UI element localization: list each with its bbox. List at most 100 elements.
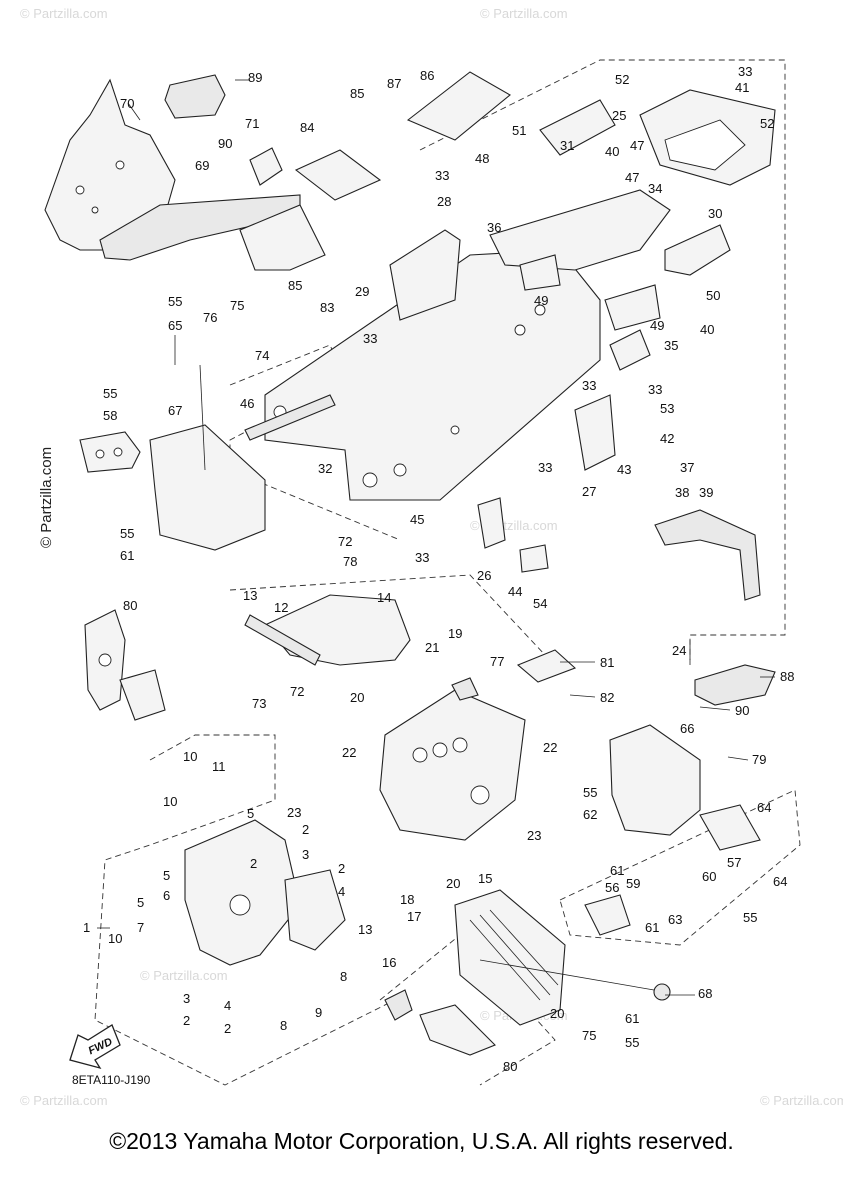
plate-44 bbox=[519, 544, 549, 573]
callout-74: 74 bbox=[255, 348, 269, 363]
callout-39: 39 bbox=[699, 485, 713, 500]
callout-5-c: 5 bbox=[137, 895, 144, 910]
callout-60: 60 bbox=[702, 869, 716, 884]
heat-shield-67 bbox=[149, 424, 266, 551]
callout-4-a: 4 bbox=[338, 884, 345, 899]
plate-57 bbox=[699, 804, 761, 851]
callout-66: 66 bbox=[680, 721, 694, 736]
callout-23-left: 23 bbox=[287, 805, 301, 820]
callout-22-left: 22 bbox=[342, 745, 356, 760]
callout-10-mid: 10 bbox=[163, 794, 177, 809]
callout-11: 11 bbox=[212, 759, 226, 774]
callout-41: 41 bbox=[735, 80, 749, 95]
callout-55-c: 55 bbox=[120, 526, 134, 541]
bracket-56 bbox=[584, 894, 631, 936]
callout-20-mid: 20 bbox=[446, 876, 460, 891]
mount-80-small bbox=[384, 989, 413, 1021]
callout-44: 44 bbox=[508, 584, 522, 599]
bracket-27 bbox=[574, 394, 616, 471]
callout-64-lower: 64 bbox=[773, 874, 787, 889]
callout-55-b: 55 bbox=[103, 386, 117, 401]
callout-5-b: 5 bbox=[163, 868, 170, 883]
callout-65: 65 bbox=[168, 318, 182, 333]
callout-55-f: 55 bbox=[625, 1035, 639, 1050]
bracket-35 bbox=[609, 329, 651, 371]
assembly-boundary-rear-frame bbox=[419, 59, 786, 660]
muffler-pipe-37 bbox=[654, 509, 761, 601]
callout-61-d: 61 bbox=[625, 1011, 639, 1026]
callout-22-right: 22 bbox=[543, 740, 557, 755]
callout-73: 73 bbox=[252, 696, 266, 711]
callout-53: 53 bbox=[660, 401, 674, 416]
callout-2-a: 2 bbox=[302, 822, 309, 837]
callout-68: 68 bbox=[698, 986, 712, 1001]
callout-28: 28 bbox=[437, 194, 451, 209]
callout-67: 67 bbox=[168, 403, 182, 418]
diagram-part-code: 8ETA110-J190 bbox=[72, 1073, 151, 1087]
radiator-15 bbox=[454, 889, 566, 1026]
callout-57: 57 bbox=[727, 855, 741, 870]
callout-61-b: 61 bbox=[610, 863, 624, 878]
assembly-boundary-lower-frame bbox=[94, 734, 396, 1086]
callout-77: 77 bbox=[490, 654, 504, 669]
callout-33-a: 33 bbox=[435, 168, 449, 183]
callout-52-right: 52 bbox=[760, 116, 774, 131]
rail-46 bbox=[244, 394, 336, 441]
watermark-lower-left: © Partzilla.com bbox=[140, 968, 228, 983]
callout-14: 14 bbox=[377, 590, 391, 605]
callout-55-e: 55 bbox=[743, 910, 757, 925]
callout-1: 1 bbox=[83, 920, 90, 935]
callout-71: 71 bbox=[245, 116, 259, 131]
callout-87: 87 bbox=[387, 76, 401, 91]
assembly-boundary-steering bbox=[229, 574, 546, 656]
callout-78: 78 bbox=[343, 554, 357, 569]
plate-81 bbox=[516, 649, 577, 683]
callout-58: 58 bbox=[103, 408, 117, 423]
callout-2-c: 2 bbox=[250, 856, 257, 871]
cap-21 bbox=[451, 677, 479, 701]
callout-59: 59 bbox=[626, 876, 640, 891]
callout-2-d: 2 bbox=[183, 1013, 190, 1028]
callout-61-a: 61 bbox=[120, 548, 134, 563]
callout-82: 82 bbox=[600, 690, 614, 705]
callout-72-lower: 72 bbox=[290, 684, 304, 699]
callout-20-lower: 20 bbox=[550, 1006, 564, 1021]
callout-8-lower: 8 bbox=[280, 1018, 287, 1033]
front-bulkhead bbox=[184, 819, 301, 966]
callout-16: 16 bbox=[382, 955, 396, 970]
callout-35: 35 bbox=[664, 338, 678, 353]
callout-84: 84 bbox=[300, 120, 314, 135]
bracket-28 bbox=[389, 229, 461, 321]
callout-3-a: 3 bbox=[302, 847, 309, 862]
callout-4-b: 4 bbox=[224, 998, 231, 1013]
callout-27: 27 bbox=[582, 484, 596, 499]
callout-33-f: 33 bbox=[415, 550, 429, 565]
callout-10-low: 10 bbox=[108, 931, 122, 946]
bracket-80-lower bbox=[419, 1004, 496, 1056]
callout-85-mid: 85 bbox=[288, 278, 302, 293]
callout-10-top: 10 bbox=[183, 749, 197, 764]
callout-69: 69 bbox=[195, 158, 209, 173]
callout-49-upper: 49 bbox=[534, 293, 548, 308]
callout-49-lower: 49 bbox=[650, 318, 664, 333]
callout-2-b: 2 bbox=[338, 861, 345, 876]
callout-labels: 89 70 90 71 84 85 87 86 52 33 41 52 25 5… bbox=[83, 64, 794, 1074]
engine-frame-center bbox=[379, 689, 526, 841]
callout-23-right: 23 bbox=[527, 828, 541, 843]
callout-13-upper: 13 bbox=[243, 588, 257, 603]
step-block-89 bbox=[164, 74, 226, 119]
gusset-51 bbox=[539, 99, 616, 156]
bulkhead-plate-right bbox=[284, 869, 346, 951]
plate-86 bbox=[406, 71, 511, 141]
callout-48: 48 bbox=[475, 151, 489, 166]
callout-37: 37 bbox=[680, 460, 694, 475]
callout-8-right: 8 bbox=[340, 969, 347, 984]
callout-75-upper: 75 bbox=[230, 298, 244, 313]
callout-20-upper: 20 bbox=[350, 690, 364, 705]
callout-90-upper: 90 bbox=[218, 136, 232, 151]
callout-19: 19 bbox=[448, 626, 462, 641]
callout-34: 34 bbox=[648, 181, 662, 196]
callout-32: 32 bbox=[318, 461, 332, 476]
callout-13-lower: 13 bbox=[358, 922, 372, 937]
copyright-caption: ©2013 Yamaha Motor Corporation, U.S.A. A… bbox=[109, 1128, 734, 1154]
